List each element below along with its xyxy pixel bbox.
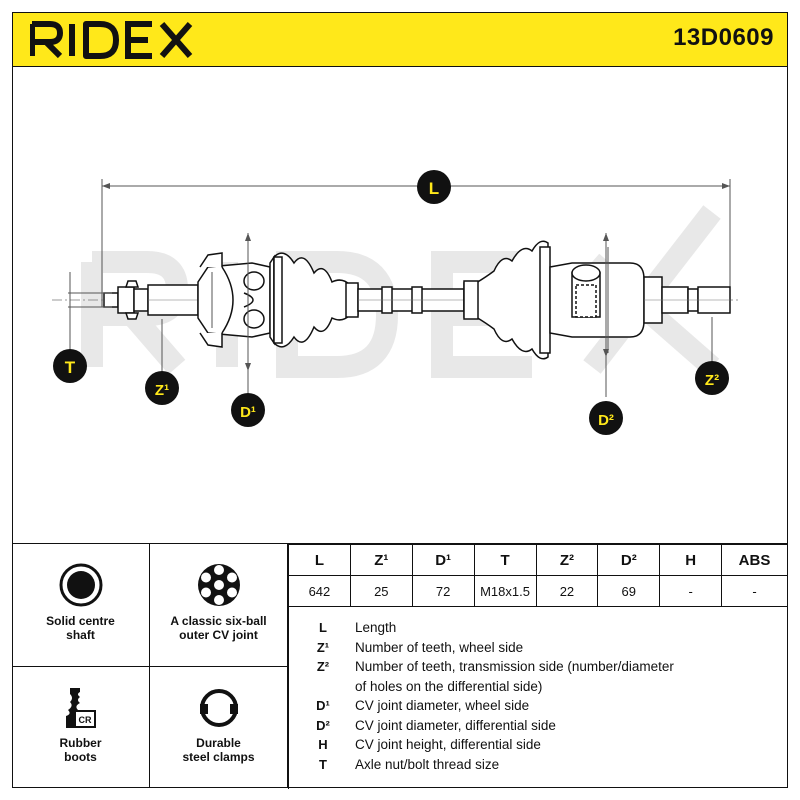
legend-row: D¹ CV joint diameter, wheel side	[316, 698, 530, 713]
specs-header-row: L Z¹ D¹ T Z² D² H ABS	[288, 544, 788, 576]
specs-table: L Z¹ D¹ T Z² D² H ABS 642 25 72 M18x1.5 …	[288, 544, 788, 607]
spec-header-ABS: ABS	[721, 544, 788, 576]
spec-value-H: -	[659, 575, 723, 607]
legend-row: T Axle nut/bolt thread size	[319, 757, 500, 772]
spec-value-D1: 72	[411, 575, 475, 607]
feature-label: A classic six-ball outer CV joint	[170, 614, 267, 642]
wheel-side-stub	[103, 280, 199, 320]
feature-label: Rubber boots	[59, 736, 102, 764]
svg-text:CR: CR	[78, 715, 91, 725]
badge-label-L: L	[429, 179, 439, 198]
rubber-boot-cr-icon: CR	[65, 688, 96, 728]
dimension-badge-L	[417, 170, 451, 204]
six-ball-joint-icon	[197, 564, 240, 606]
spec-header-H: H	[659, 544, 723, 576]
centre-shaft	[357, 286, 465, 314]
differential-stub	[643, 276, 731, 324]
part-number: 13D0609	[673, 24, 774, 51]
ridex-logo	[30, 21, 193, 59]
spec-value-T: M18x1.5	[473, 575, 537, 607]
drive-shaft-drawing: L T	[52, 170, 738, 435]
spec-header-D2: D²	[597, 544, 661, 576]
spec-header-D1: D¹	[411, 544, 475, 576]
legend-row: of holes on the differential side)	[355, 679, 543, 694]
spec-value-Z1: 25	[349, 575, 413, 607]
bottom-panel: Solid centre shaft A classic six-ball ou…	[12, 543, 788, 789]
legend-row: H CV joint height, differential side	[318, 737, 541, 752]
spec-header-Z2: Z²	[535, 544, 599, 576]
clamp-icon	[199, 689, 238, 727]
spec-value-L: 642	[288, 575, 351, 607]
legend-row: Z¹ Number of teeth, wheel side	[316, 640, 524, 655]
inner-cv-joint	[549, 247, 645, 353]
spec-value-ABS: -	[721, 575, 788, 607]
badge-label-Z2: Z²	[705, 372, 719, 389]
specs-value-row: 642 25 72 M18x1.5 22 69 - -	[288, 575, 788, 607]
outer-rubber-boot	[273, 252, 359, 348]
spec-header-L: L	[288, 544, 351, 576]
dimension-badge-D2	[589, 401, 623, 435]
spec-value-Z2: 22	[535, 575, 599, 607]
badge-label-Z1: Z¹	[155, 382, 169, 399]
feature-label: Solid centre shaft	[46, 614, 115, 642]
spec-header-T: T	[473, 544, 537, 576]
legend-row: L Length	[319, 620, 397, 635]
feature-solid-centre-shaft: Solid centre shaft	[12, 544, 150, 666]
badge-label-D2: D²	[598, 412, 614, 429]
feature-label: Durable steel clamps	[182, 736, 255, 764]
spec-value-D2: 69	[597, 575, 661, 607]
feature-rubber-boots: CR Rubber boots	[12, 666, 150, 788]
dimension-badge-Z1	[145, 371, 179, 405]
feature-six-ball-cv-joint: A classic six-ball outer CV joint	[150, 544, 288, 666]
technical-drawing: L T	[12, 67, 788, 544]
feature-grid-divider	[12, 666, 288, 667]
dimension-badge-D1	[231, 393, 265, 427]
badge-label-D1: D¹	[240, 404, 256, 421]
dimension-badge-Z2	[695, 361, 729, 395]
solid-circle-icon	[59, 563, 102, 607]
legend-row: Z² Number of teeth, transmission side (n…	[316, 659, 674, 674]
dimension-legend: L Length Z¹ Number of teeth, wheel side …	[288, 606, 788, 789]
feature-steel-clamps: Durable steel clamps	[150, 666, 288, 788]
dimension-badge-T	[53, 349, 87, 383]
spec-header-Z1: Z¹	[349, 544, 413, 576]
badge-label-T: T	[65, 358, 76, 377]
legend-row: D² CV joint diameter, differential side	[316, 718, 556, 733]
outer-cv-joint	[197, 252, 275, 348]
